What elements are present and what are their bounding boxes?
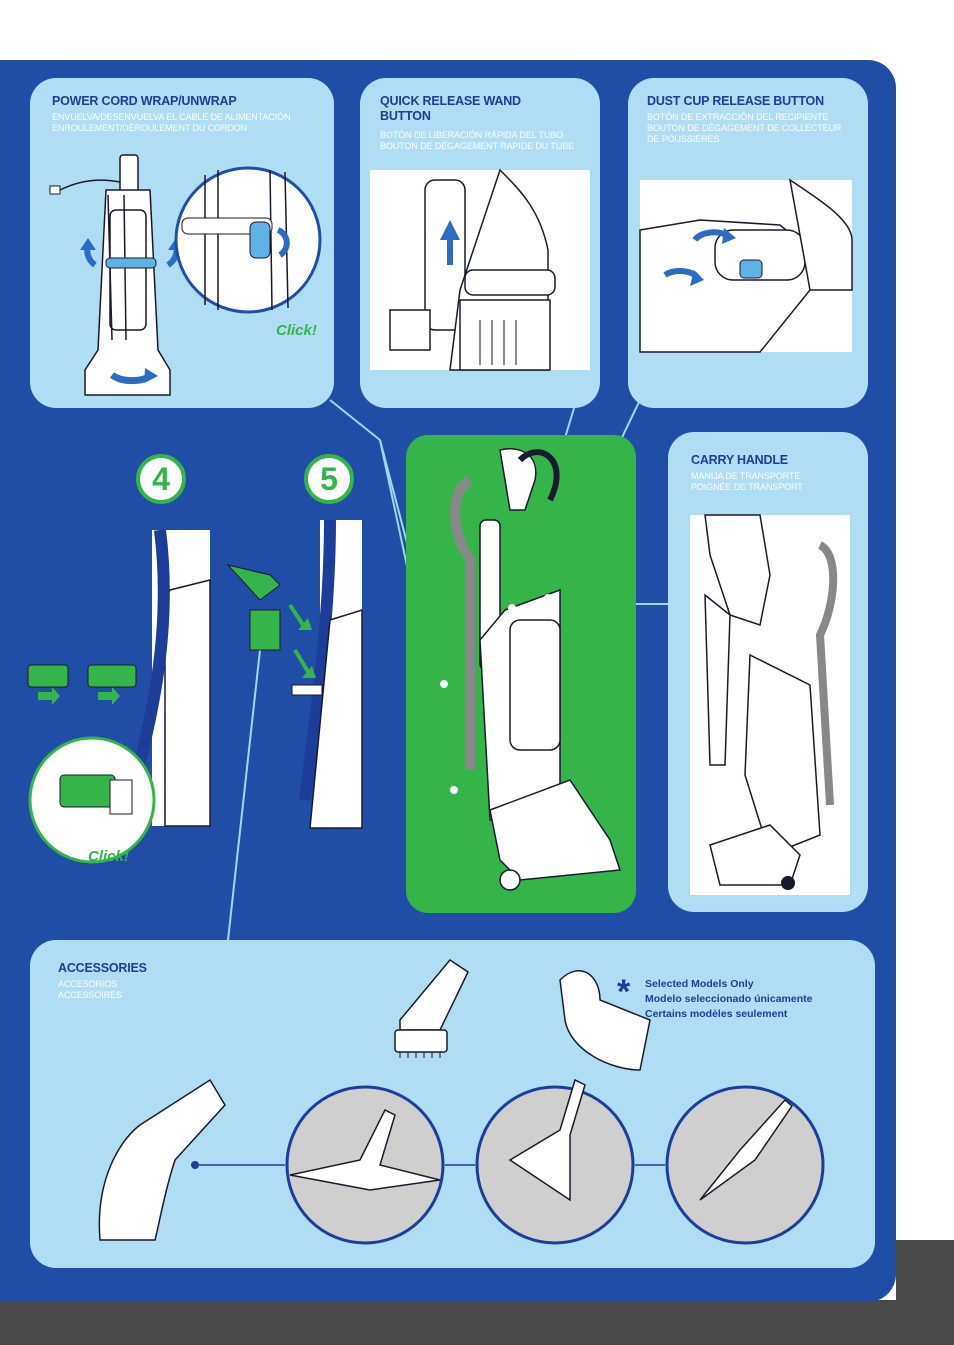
dusting-brush [399,959,469,1031]
dust-cup-subtitle: BOTÓN DE EXTRACCIÓN DEL RECIPIENTE BOUTO… [647,112,841,145]
power-cord-subtitle: ENVUELVA/DESENVUELVA EL CABLE DE ALIMENT… [52,112,291,134]
carry-handle-illustration [690,514,850,895]
dust-cup-illustration [639,178,853,353]
step4-click-label: Click! [88,848,129,865]
wand-release-subtitle-es: BOTÓN DE LIBERACIÓN RÁPIDA DEL TUBO [380,130,564,140]
step-5-illustration [226,519,363,829]
wand-release-subtitle: BOTÓN DE LIBERACIÓN RÁPIDA DEL TUBO BOUT… [380,130,574,152]
accessories-illustration [98,959,825,1245]
carry-handle-subtitle-fr: POIGNÉE DE TRANSPORT [691,482,803,492]
accessories-title: ACCESSORIES [58,961,147,975]
note-line-fr: Certains modèles seulement [645,1008,788,1020]
selected-models-note: Selected Models Only Modelo seleccionado… [645,977,812,1022]
step-4-badge: 4 [136,454,186,504]
accessories-subtitle: ACCESORIOS ACCESSOIRES [58,979,122,1001]
power-cord-subtitle-es: ENVUELVA/DESENVUELVA EL CABLE DE ALIMENT… [52,112,291,122]
wand-release-illustration [370,168,590,371]
carry-handle-subtitle: MANIJA DE TRANSPORTE POIGNÉE DE TRANSPOR… [691,471,803,493]
step-4-illustration [27,529,211,864]
main-vacuum-illustration [440,448,622,891]
dust-cup-subtitle-fr-2: DE POUSSIÈRES [647,134,720,144]
dust-cup-subtitle-fr-1: BOUTON DE DÉGAGEMENT DE COLLECTEUR [647,123,842,133]
upholstery-tool [559,969,651,1071]
note-line-en: Selected Models Only [645,978,754,990]
accessories-subtitle-fr: ACCESSOIRES [58,990,122,1000]
wand-release-title: QUICK RELEASE WAND BUTTON [380,94,521,124]
wand-release-title-line2: BUTTON [380,109,431,123]
accessories-subtitle-es: ACCESORIOS [58,979,118,989]
dust-cup-subtitle-es: BOTÓN DE EXTRACCIÓN DEL RECIPIENTE [647,112,829,122]
crevice-tool [98,1078,226,1241]
cord-click-label: Click! [276,322,317,339]
note-line-es: Modelo seleccionado únicamente [645,993,813,1005]
carry-handle-title: CARRY HANDLE [691,453,788,467]
footer-bar [0,1300,954,1345]
page-side-tab [896,1240,954,1345]
vacuum-cord-illustration [49,154,322,396]
wand-release-subtitle-fr: BOUTON DE DÉGAGEMENT RAPIDE DU TUBE [380,141,575,151]
dust-cup-title: DUST CUP RELEASE BUTTON [647,94,824,108]
right-arrow-icon [38,687,60,705]
up-arrow-icon [440,220,460,265]
power-cord-subtitle-fr: ENROULEMENT/DÉROULEMENT DU CORDON [52,123,248,133]
step-5-badge: 5 [304,454,354,504]
wand-release-title-line1: QUICK RELEASE WAND [380,94,521,108]
carry-handle-subtitle-es: MANIJA DE TRANSPORTE [691,471,801,481]
selected-models-star: * [617,973,631,1011]
power-cord-title: POWER CORD WRAP/UNWRAP [52,94,237,108]
